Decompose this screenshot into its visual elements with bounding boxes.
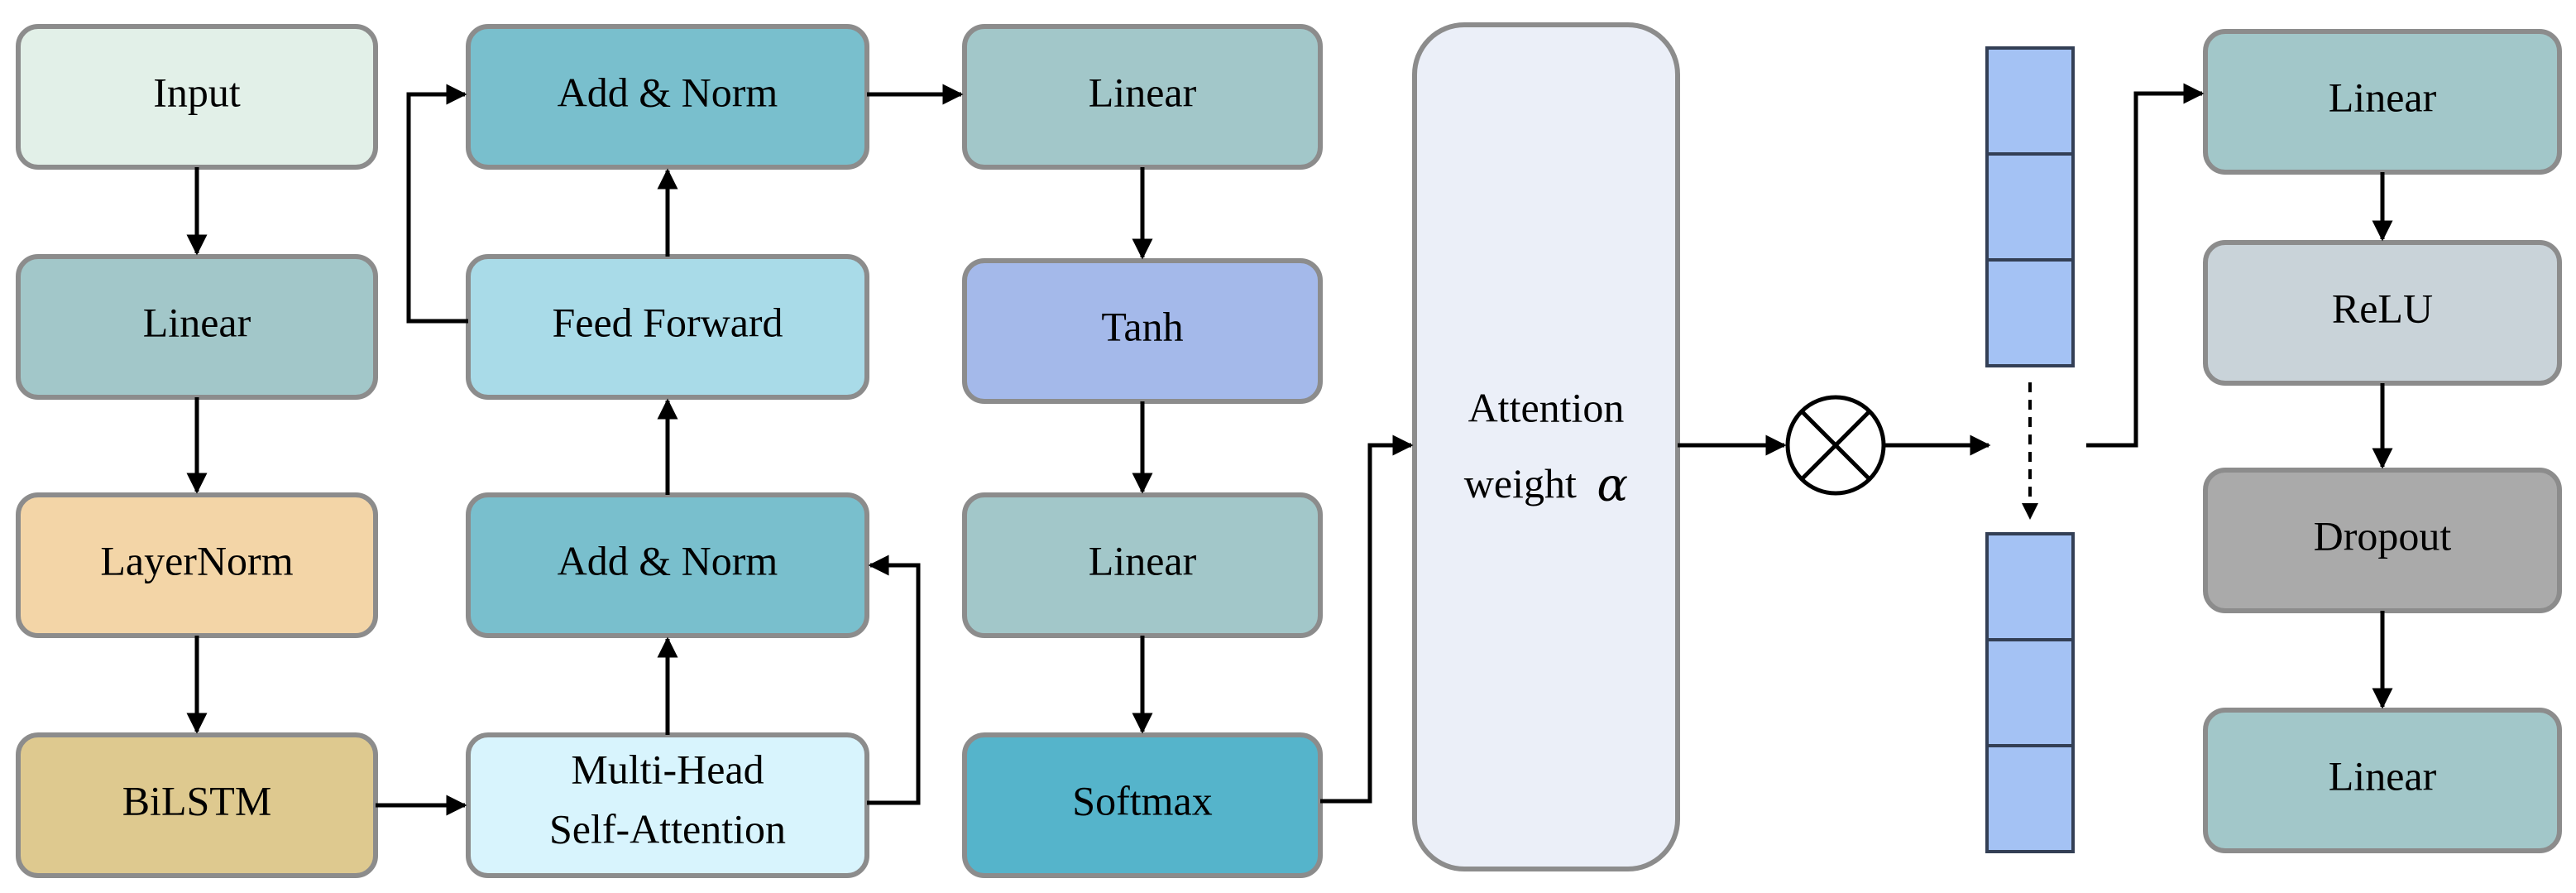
linear-node-3: Linear (962, 492, 1323, 638)
svg-text:Tanh: Tanh (1101, 303, 1183, 349)
svg-text:Add & Norm: Add & Norm (558, 69, 778, 115)
svg-text:Linear: Linear (143, 299, 251, 345)
input-node: Input (16, 24, 378, 170)
attention-weight-node: Attention weight α (1412, 22, 1680, 871)
svg-text:ReLU: ReLU (2332, 285, 2433, 331)
svg-text:Linear: Linear (2329, 74, 2437, 120)
edges (186, 83, 2393, 816)
linear-node-2: Linear (962, 24, 1323, 170)
arrow-residual-feedforward (406, 84, 468, 324)
layernorm-node: LayerNorm (16, 492, 378, 638)
attention-weight-label: weight (1464, 460, 1577, 507)
svg-text:Input: Input (153, 69, 241, 115)
svg-text:Linear: Linear (2329, 752, 2437, 799)
alpha-symbol: α (1597, 459, 1628, 512)
arrow-residual-attention (867, 555, 921, 805)
relu-node: ReLU (2203, 240, 2562, 386)
svg-text:Self-Attention: Self-Attention (549, 805, 786, 852)
svg-text:Dropout: Dropout (2314, 512, 2452, 559)
add-norm-node-bottom: Add & Norm (466, 492, 869, 638)
svg-text:Linear: Linear (1089, 69, 1197, 115)
svg-text:BiLSTM: BiLSTM (122, 777, 272, 823)
multi-head-self-attention-node: Multi-Head Self-Attention (466, 732, 869, 878)
linear-node-4: Linear (2203, 29, 2562, 175)
bilstm-node: BiLSTM (16, 732, 378, 878)
svg-text:weight α: weight α (1464, 459, 1628, 512)
svg-text:Add & Norm: Add & Norm (558, 537, 778, 583)
multiply-icon (1785, 395, 1886, 496)
tanh-node: Tanh (962, 258, 1323, 404)
dropout-node: Dropout (2203, 468, 2562, 613)
svg-text:Multi-Head: Multi-Head (571, 746, 764, 792)
svg-text:LayerNorm: LayerNorm (100, 537, 293, 583)
softmax-node: Softmax (962, 732, 1323, 878)
vector-top (1985, 46, 2075, 367)
linear-node-1: Linear (16, 254, 378, 400)
svg-text:Attention: Attention (1468, 384, 1625, 430)
arrow-softmax-to-attention-weight (1320, 434, 1414, 804)
add-norm-node-top: Add & Norm (466, 24, 869, 170)
feed-forward-node: Feed Forward (466, 254, 869, 400)
svg-text:Feed Forward: Feed Forward (552, 299, 783, 345)
svg-text:Softmax: Softmax (1072, 777, 1212, 823)
svg-text:Linear: Linear (1089, 537, 1197, 583)
linear-node-5: Linear (2203, 708, 2562, 853)
arrow-vectors-to-linear (2086, 83, 2205, 448)
vector-bottom (1985, 532, 2075, 853)
